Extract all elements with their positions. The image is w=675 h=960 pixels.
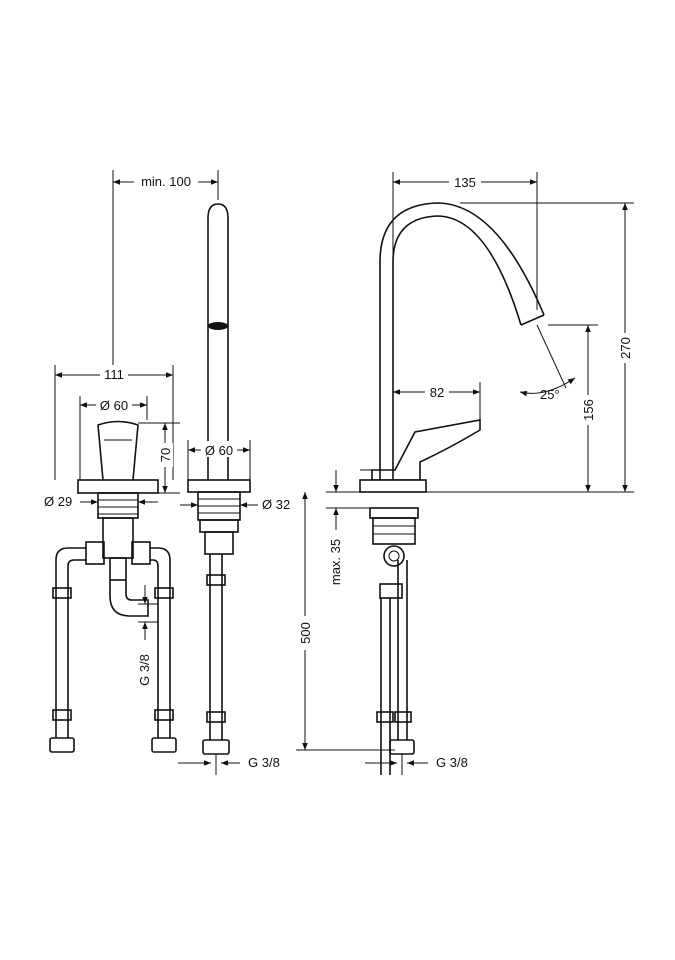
dim-111: 111: [104, 367, 124, 382]
faucet-hose-right: [397, 560, 408, 740]
dim-dia60-left: Ø 60: [100, 398, 128, 413]
spout-hose-nut: [202, 739, 230, 755]
valve-plate: [77, 479, 159, 494]
dim-g38-mid: G 3/8: [248, 755, 280, 770]
lever-handle: [371, 419, 481, 481]
gooseneck-spout: [379, 202, 545, 480]
middle-spout-view: min. 100 Ø 60 Ø 32 G 3/8: [112, 170, 290, 775]
faucet-hose-nut: [389, 739, 415, 755]
dim-dia29: Ø 29: [44, 494, 72, 509]
dim-270: 270: [618, 337, 633, 359]
dim-500: 500: [298, 622, 313, 644]
dim-g38-left: G 3/8: [137, 654, 152, 686]
right-faucet-view: 135 270 156 82 25° max. 35 500: [296, 172, 634, 775]
underside-fitting: [383, 545, 405, 567]
dim-angle25: 25°: [540, 387, 560, 402]
dim-156: 156: [581, 399, 596, 421]
left-valve-view: 111 Ø 60 70 Ø 29 G 3/8: [44, 365, 180, 753]
faucet-hose-left: [380, 598, 391, 775]
valve-handle: [97, 420, 139, 483]
dim-135: 135: [454, 175, 476, 190]
faucet-plate: [359, 479, 427, 493]
dim-70: 70: [158, 448, 173, 462]
supply-hose-left: [55, 547, 86, 738]
dim-82: 82: [430, 385, 444, 400]
dim-g38-right: G 3/8: [436, 755, 468, 770]
dim-max35: max. 35: [328, 539, 343, 585]
supply-hose-right: [150, 547, 171, 738]
dim-dia60-mid: Ø 60: [205, 443, 233, 458]
hose-nut-left: [49, 737, 75, 753]
hose-nut-right: [151, 737, 177, 753]
dim-min100: min. 100: [141, 174, 191, 189]
spout-tube: [207, 203, 229, 480]
spout-plate: [187, 479, 251, 493]
valve-body: [102, 517, 134, 559]
dim-dia32: Ø 32: [262, 497, 290, 512]
